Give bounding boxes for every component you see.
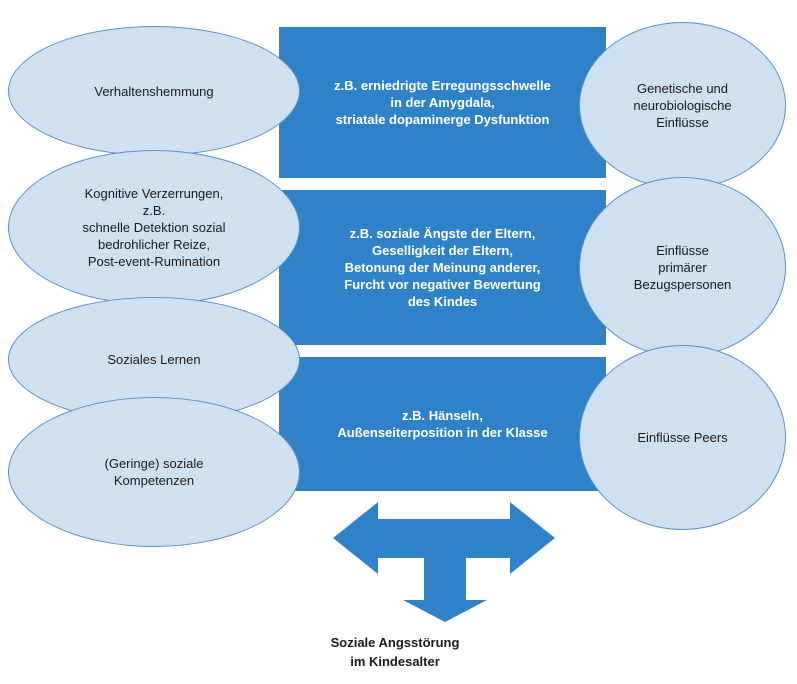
outcome-label: Soziale Angsstörung im Kindesalter xyxy=(330,635,460,669)
factor-text-social-competence: (Geringe) soziale Kompetenzen xyxy=(104,456,204,488)
factor-text-social-learning: Soziales Lernen xyxy=(107,352,201,367)
influence-caregivers: Einflüsse primärer Bezugspersonen xyxy=(579,177,786,357)
example-text-peers: z.B. Hänseln, Außenseiterposition in der… xyxy=(337,408,548,440)
influence-genetic: Genetische und neurobiologische Einflüss… xyxy=(579,22,786,189)
example-box-parents: z.B. soziale Ängste der Eltern, Gesellig… xyxy=(279,190,606,345)
influence-peers: Einflüsse Peers xyxy=(579,345,786,530)
factor-text-cognitive-distortions: Kognitive Verzerrungen, z.B. schnelle De… xyxy=(82,186,226,269)
example-box-neurobiological: z.B. erniedrigte Erregungsschwelle in de… xyxy=(279,27,606,178)
example-box-peers: z.B. Hänseln, Außenseiterposition in der… xyxy=(279,357,606,491)
influence-text-peers: Einflüsse Peers xyxy=(637,430,728,445)
factor-cognitive-distortions: Kognitive Verzerrungen, z.B. schnelle De… xyxy=(8,150,300,305)
example-text-parents: z.B. soziale Ängste der Eltern, Gesellig… xyxy=(344,226,541,309)
influence-text-caregivers: Einflüsse primärer Bezugspersonen xyxy=(633,242,732,292)
factor-behavioral-inhibition: Verhaltenshemmung xyxy=(8,26,300,156)
influence-text-genetic: Genetische und neurobiologische Einflüss… xyxy=(633,81,732,130)
example-text-neurobiological: z.B. erniedrigte Erregungsschwelle in de… xyxy=(334,78,551,127)
factor-social-competence: (Geringe) soziale Kompetenzen xyxy=(8,397,300,547)
factor-text-behavioral-inhibition: Verhaltenshemmung xyxy=(94,83,214,99)
bidirectional-down-arrow-icon xyxy=(333,502,555,622)
